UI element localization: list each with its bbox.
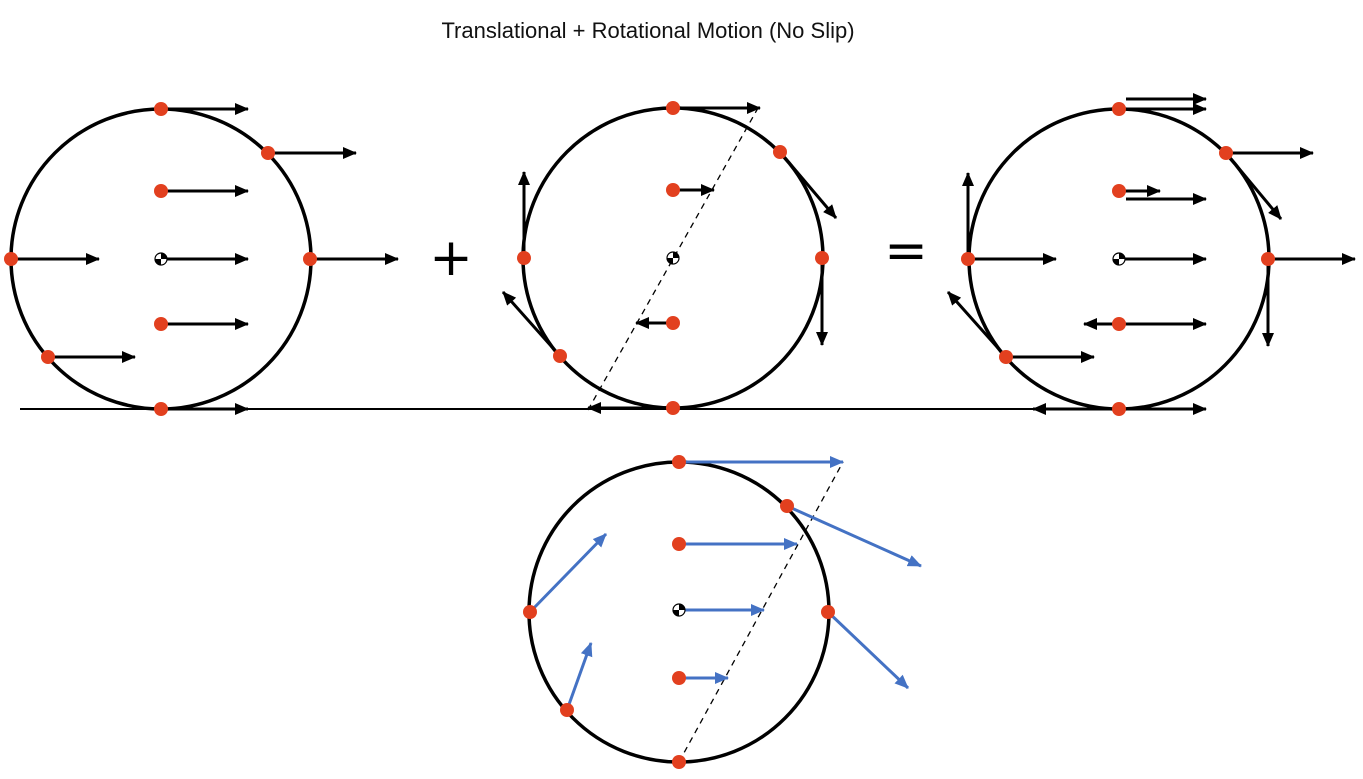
resultant-velocity-arrow xyxy=(786,504,922,568)
material-point xyxy=(1112,402,1126,416)
material-point xyxy=(303,252,317,266)
material-point xyxy=(666,401,680,415)
page-title: Translational + Rotational Motion (No Sl… xyxy=(441,18,855,43)
resultant-velocity-arrow xyxy=(528,532,608,614)
sum-panel xyxy=(946,93,1356,416)
velocity-profile-dashed-line xyxy=(678,461,844,763)
material-point xyxy=(1112,184,1126,198)
material-point xyxy=(672,537,686,551)
material-point xyxy=(523,605,537,619)
plus-sign: + xyxy=(429,228,473,288)
material-point xyxy=(780,499,794,513)
material-point xyxy=(154,102,168,116)
center-of-mass-icon xyxy=(154,252,168,266)
material-point xyxy=(1112,102,1126,116)
material-point xyxy=(1219,146,1233,160)
velocity-arrow xyxy=(501,291,562,357)
material-point xyxy=(1112,317,1126,331)
resultant-velocity-arrow xyxy=(826,610,910,690)
resultant-velocity-arrow xyxy=(565,642,593,711)
equals-sign: = xyxy=(884,221,928,281)
material-point xyxy=(999,350,1013,364)
material-point xyxy=(154,402,168,416)
material-point xyxy=(4,252,18,266)
material-point xyxy=(41,350,55,364)
material-point xyxy=(154,317,168,331)
translation-panel xyxy=(4,102,399,416)
material-point xyxy=(553,349,567,363)
material-point xyxy=(672,755,686,769)
material-point xyxy=(815,251,829,265)
material-point xyxy=(1261,252,1275,266)
material-point xyxy=(672,671,686,685)
velocity-arrow xyxy=(1224,152,1283,220)
material-point xyxy=(821,605,835,619)
velocity-arrow xyxy=(778,151,838,219)
material-point xyxy=(666,316,680,330)
material-point xyxy=(773,145,787,159)
material-point xyxy=(666,183,680,197)
center-of-mass-icon xyxy=(666,251,680,265)
material-point xyxy=(517,251,531,265)
velocity-profile-dashed-line xyxy=(587,107,759,411)
material-point xyxy=(672,455,686,469)
center-of-mass-icon xyxy=(1112,252,1126,266)
rotation-panel xyxy=(501,101,838,415)
material-point xyxy=(154,184,168,198)
center-of-mass-icon xyxy=(672,603,686,617)
material-point xyxy=(560,703,574,717)
resultant-panel xyxy=(523,455,922,769)
material-point xyxy=(666,101,680,115)
material-point xyxy=(961,252,975,266)
velocity-arrow xyxy=(946,291,1008,358)
material-point xyxy=(261,146,275,160)
